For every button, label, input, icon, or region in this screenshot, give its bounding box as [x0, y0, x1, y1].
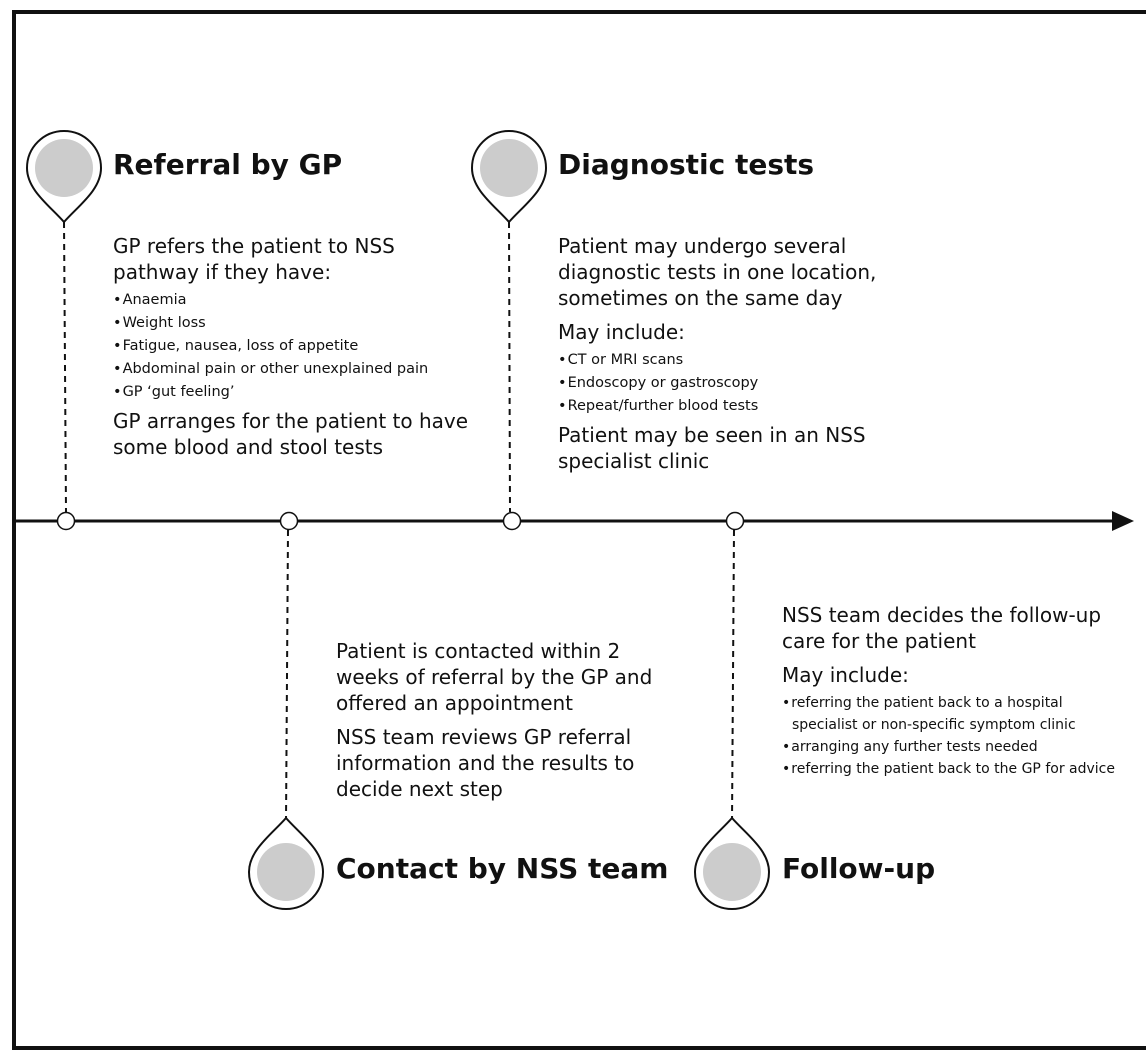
- list-item: GP ‘gut feeling’: [113, 381, 473, 404]
- timeline-node-icon: [502, 511, 522, 531]
- connector-followup: [731, 529, 735, 823]
- stage-title-diagnostic: Diagnostic tests: [558, 148, 815, 181]
- list-item: Fatigue, nausea, loss of appetite: [113, 335, 473, 358]
- arrow-head-icon: [1112, 511, 1134, 531]
- stage-body-followup: NSS team decides the follow-up care for …: [782, 602, 1127, 784]
- diagnostic-outro: Patient may be seen in an NSS specialist…: [558, 423, 866, 473]
- referral-bullet-list: Anaemia Weight loss Fatigue, nausea, los…: [113, 289, 473, 404]
- diagnostic-bullet-list: CT or MRI scans Endoscopy or gastroscopy…: [558, 349, 918, 418]
- connector-contact: [285, 529, 289, 823]
- connector-diagnostic: [508, 221, 511, 513]
- list-item: arranging any further tests needed: [782, 736, 1127, 758]
- connector-referral: [63, 221, 67, 513]
- followup-may-include: May include:: [782, 663, 909, 687]
- stage-title-contact: Contact by NSS team: [336, 852, 669, 885]
- list-item: Endoscopy or gastroscopy: [558, 372, 918, 395]
- stage-title-followup: Follow-up: [782, 852, 936, 885]
- timeline-node-icon: [279, 511, 299, 531]
- list-item: Weight loss: [113, 312, 473, 335]
- list-item: CT or MRI scans: [558, 349, 918, 372]
- list-item: referring the patient back to a hospital…: [782, 692, 1127, 736]
- timeline-node-icon: [725, 511, 745, 531]
- diagnostic-may-include: May include:: [558, 320, 685, 344]
- referral-intro: GP refers the patient to NSS pathway if …: [113, 234, 395, 284]
- timeline-node-icon: [56, 511, 76, 531]
- contact-para-2: NSS team reviews GP referral information…: [336, 725, 635, 801]
- stage-body-diagnostic: Patient may undergo several diagnostic t…: [558, 233, 918, 482]
- followup-intro: NSS team decides the follow-up care for …: [782, 603, 1102, 653]
- list-item: Repeat/further blood tests: [558, 395, 918, 418]
- diagnostic-intro: Patient may undergo several diagnostic t…: [558, 234, 877, 310]
- map-pin-icon: [470, 130, 548, 224]
- list-item: referring the patient back to the GP for…: [782, 758, 1127, 780]
- map-pin-icon: [693, 816, 771, 910]
- referral-outro: GP arranges for the patient to have some…: [113, 409, 469, 459]
- list-item: Abdominal pain or other unexplained pain: [113, 358, 473, 381]
- stage-body-referral: GP refers the patient to NSS pathway if …: [113, 233, 473, 468]
- map-pin-icon: [25, 130, 103, 224]
- map-pin-icon: [247, 816, 325, 910]
- stage-body-contact: Patient is contacted within 2 weeks of r…: [336, 638, 671, 810]
- followup-bullet-list: referring the patient back to a hospital…: [782, 692, 1127, 780]
- contact-para-1: Patient is contacted within 2 weeks of r…: [336, 639, 653, 715]
- stage-title-referral: Referral by GP: [113, 148, 343, 181]
- list-item: Anaemia: [113, 289, 473, 312]
